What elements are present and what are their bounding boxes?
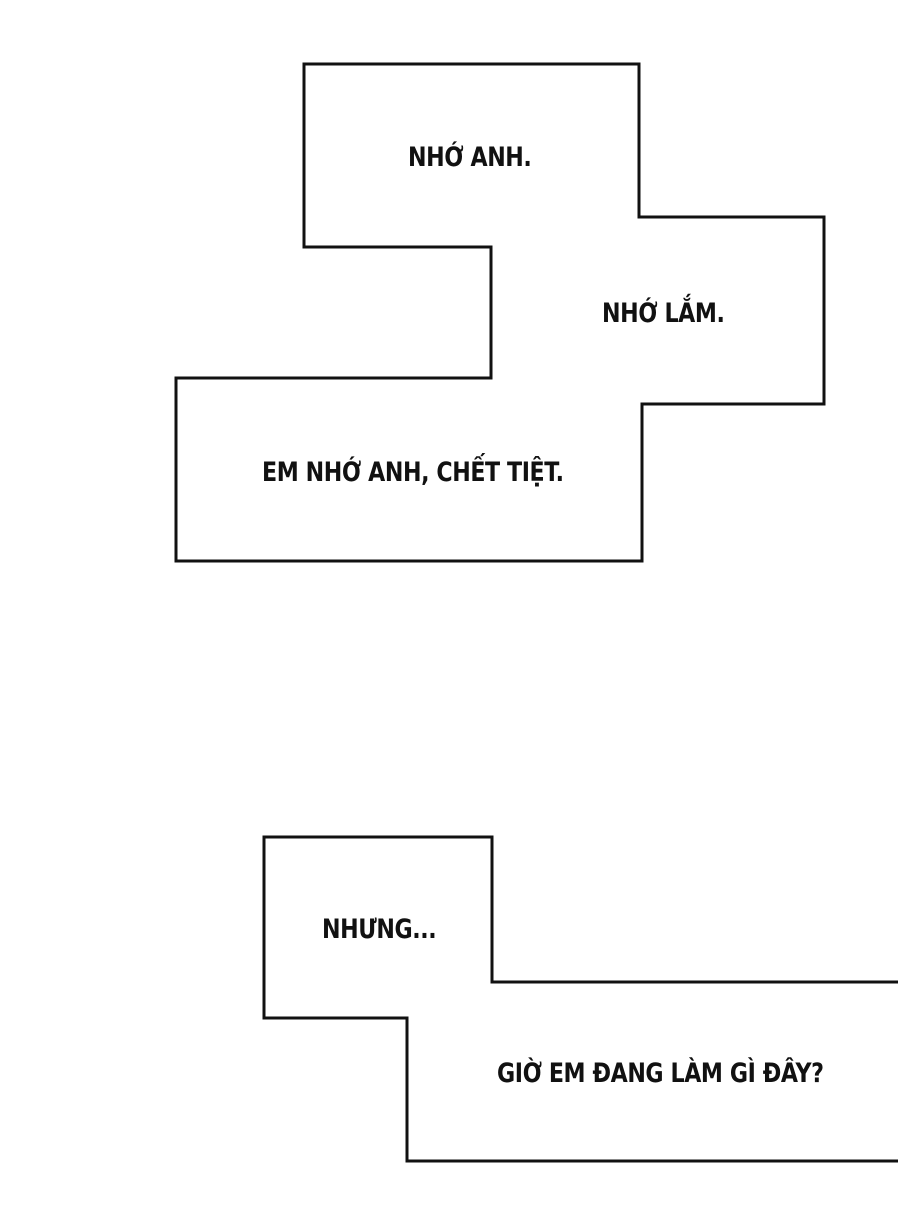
top-caption-box (174, 62, 826, 563)
caption-but: NHƯNG... (322, 914, 437, 945)
caption-miss-you-damn: EM NHỚ ANH, CHẾT TIỆT. (262, 457, 564, 488)
caption-miss-you-so-much: NHỚ LẮM. (602, 298, 725, 329)
caption-miss-you: NHỚ ANH. (408, 142, 532, 173)
bottom-caption-box (262, 835, 898, 1163)
caption-what-am-i-doing: GIỜ EM ĐANG LÀM GÌ ĐÂY? (497, 1058, 824, 1089)
